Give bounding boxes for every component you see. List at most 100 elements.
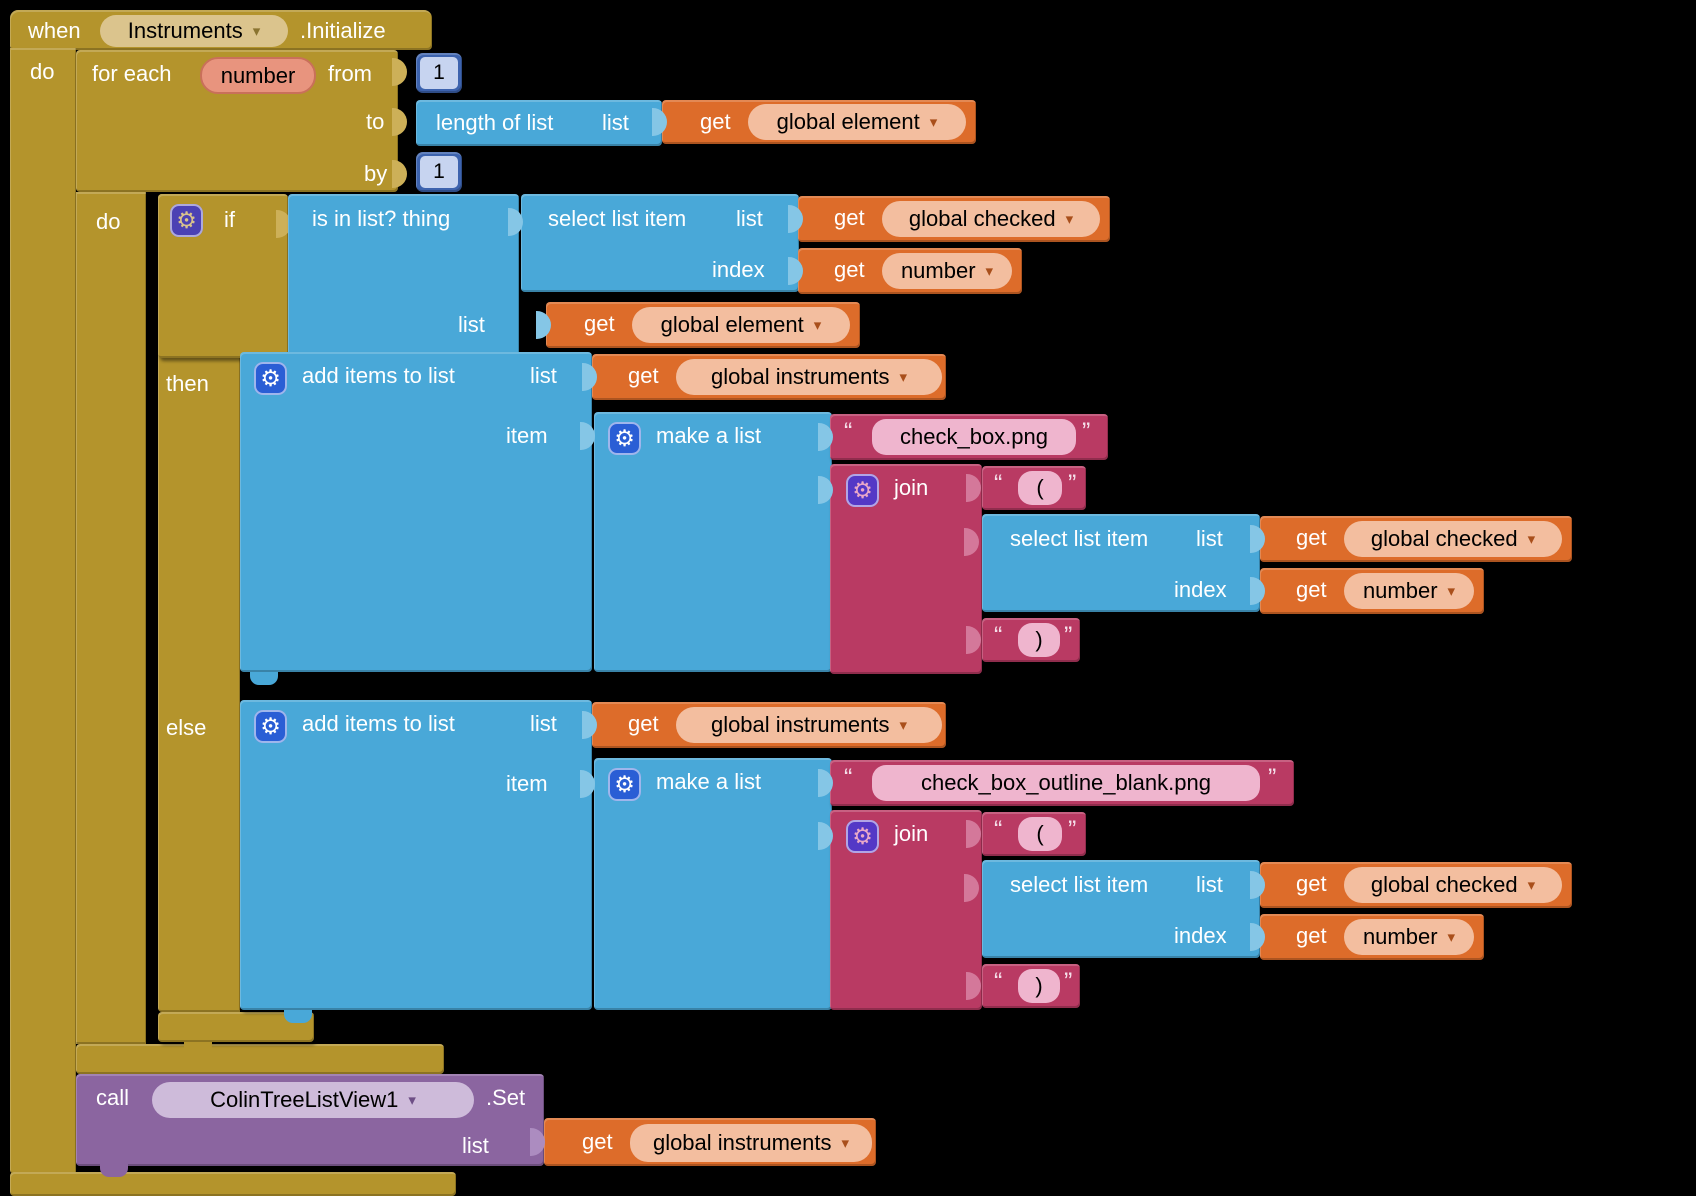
is-in-list-label: is in list? thing bbox=[312, 206, 451, 231]
mutator-gear-icon[interactable]: ⚙ bbox=[608, 422, 641, 455]
get-variable-dropdown[interactable]: global checked ▾ bbox=[1344, 521, 1562, 557]
text-string-value[interactable]: ( bbox=[1018, 817, 1062, 851]
socket-notch bbox=[580, 422, 595, 450]
socket-notch bbox=[1250, 871, 1265, 899]
mutator-gear-icon[interactable]: ⚙ bbox=[608, 768, 641, 801]
to-label: to bbox=[366, 109, 385, 134]
open-quote: “ bbox=[994, 470, 1003, 498]
make-a-list-label: make a list bbox=[656, 423, 762, 448]
get-variable-dropdown[interactable]: global instruments ▾ bbox=[630, 1124, 872, 1162]
join-label: join bbox=[894, 475, 929, 500]
get-variable-dropdown[interactable]: number ▾ bbox=[882, 253, 1012, 289]
when-event-block-bottom-bar[interactable] bbox=[10, 1172, 456, 1196]
socket-notch bbox=[392, 58, 407, 86]
get-variable-name: global checked bbox=[1370, 526, 1518, 551]
text-string-content: ( bbox=[1036, 821, 1044, 846]
open-quote: “ bbox=[844, 764, 853, 792]
chevron-down-icon: ▾ bbox=[899, 368, 908, 386]
loop-param-pill[interactable]: number bbox=[200, 57, 316, 94]
socket-notch bbox=[818, 822, 833, 850]
get-variable-dropdown[interactable]: global element ▾ bbox=[748, 104, 966, 140]
by-label: by bbox=[364, 161, 388, 186]
socket-notch bbox=[788, 205, 803, 233]
get-variable-dropdown[interactable]: global element ▾ bbox=[632, 307, 850, 343]
gear-glyph: ⚙ bbox=[260, 713, 281, 739]
socket-notch bbox=[582, 711, 597, 739]
make-a-list-block[interactable] bbox=[594, 412, 832, 672]
event-name-label: .Initialize bbox=[300, 18, 386, 43]
open-quote: “ bbox=[844, 418, 853, 446]
get-variable-name: number bbox=[1362, 578, 1438, 603]
get-keyword: get bbox=[834, 257, 865, 282]
get-variable-dropdown[interactable]: global checked ▾ bbox=[1344, 867, 1562, 903]
get-keyword: get bbox=[834, 205, 865, 230]
foreach-block-left-column[interactable] bbox=[76, 192, 146, 1044]
gear-glyph: ⚙ bbox=[614, 425, 635, 451]
mutator-gear-icon[interactable]: ⚙ bbox=[170, 204, 203, 237]
mutator-gear-icon[interactable]: ⚙ bbox=[846, 820, 879, 853]
is-in-list-block[interactable] bbox=[288, 194, 519, 358]
chevron-down-icon: ▾ bbox=[813, 316, 822, 334]
select-index-label: index bbox=[712, 257, 765, 282]
get-keyword: get bbox=[1296, 923, 1327, 948]
text-string-value[interactable]: check_box_outline_blank.png bbox=[872, 765, 1260, 801]
select-list-label: list bbox=[1196, 526, 1223, 551]
gear-glyph: ⚙ bbox=[852, 823, 873, 849]
call-keyword: call bbox=[96, 1085, 130, 1110]
mutator-gear-icon[interactable]: ⚙ bbox=[254, 362, 287, 395]
close-quote: ” bbox=[1064, 968, 1073, 996]
get-variable-dropdown[interactable]: global checked ▾ bbox=[882, 201, 1100, 237]
text-string-value[interactable]: ( bbox=[1018, 471, 1062, 505]
connector-tab bbox=[284, 1010, 312, 1023]
get-variable-name: global checked bbox=[908, 206, 1056, 231]
text-string-content: ) bbox=[1035, 627, 1043, 652]
select-list-item-block[interactable] bbox=[982, 514, 1260, 612]
when-keyword: when bbox=[28, 18, 81, 43]
socket-notch bbox=[530, 1128, 545, 1156]
math-number-block-by[interactable]: 1 bbox=[416, 152, 462, 192]
get-keyword: get bbox=[628, 711, 659, 736]
then-label: then bbox=[166, 371, 209, 396]
when-event-block-left-column[interactable] bbox=[10, 48, 76, 1174]
math-number-block-from[interactable]: 1 bbox=[416, 53, 462, 93]
chevron-down-icon: ▾ bbox=[899, 716, 908, 734]
get-variable-name: global element bbox=[776, 109, 920, 134]
socket-notch bbox=[788, 257, 803, 285]
is-in-list-list-label: list bbox=[458, 312, 485, 337]
close-quote: ” bbox=[1068, 816, 1077, 844]
component-dropdown[interactable]: Instruments ▾ bbox=[100, 15, 288, 47]
math-number-value: 1 bbox=[420, 156, 458, 188]
socket-notch bbox=[966, 972, 981, 1000]
foreach-block-bottom-bar[interactable] bbox=[76, 1044, 444, 1074]
length-of-list-list-label: list bbox=[602, 110, 629, 135]
get-variable-dropdown[interactable]: number ▾ bbox=[1344, 573, 1474, 609]
add-items-to-list-block[interactable] bbox=[240, 700, 592, 1010]
get-keyword: get bbox=[1296, 525, 1327, 550]
join-label: join bbox=[894, 821, 929, 846]
length-of-list-block[interactable] bbox=[416, 100, 662, 146]
component-method-dropdown[interactable]: ColinTreeListView1 ▾ bbox=[152, 1082, 474, 1118]
socket-notch bbox=[652, 108, 667, 136]
get-variable-dropdown[interactable]: number ▾ bbox=[1344, 919, 1474, 955]
get-variable-dropdown[interactable]: global instruments ▾ bbox=[676, 359, 942, 395]
add-items-list-label: list bbox=[530, 363, 557, 388]
gear-glyph: ⚙ bbox=[852, 477, 873, 503]
text-string-value[interactable]: ) bbox=[1018, 623, 1060, 657]
text-string-content: ( bbox=[1036, 475, 1044, 500]
text-string-content: check_box.png bbox=[900, 424, 1048, 449]
socket-notch bbox=[536, 311, 551, 339]
get-keyword: get bbox=[1296, 577, 1327, 602]
text-string-value[interactable]: check_box.png bbox=[872, 419, 1076, 455]
mutator-gear-icon[interactable]: ⚙ bbox=[846, 474, 879, 507]
add-items-label: add items to list bbox=[302, 363, 455, 388]
get-variable-dropdown[interactable]: global instruments ▾ bbox=[676, 707, 942, 743]
call-list-label: list bbox=[462, 1133, 489, 1158]
text-string-value[interactable]: ) bbox=[1018, 969, 1060, 1003]
add-items-to-list-block[interactable] bbox=[240, 352, 592, 672]
select-list-item-block[interactable] bbox=[521, 194, 799, 292]
select-list-item-block[interactable] bbox=[982, 860, 1260, 958]
gear-glyph: ⚙ bbox=[614, 771, 635, 797]
mutator-gear-icon[interactable]: ⚙ bbox=[254, 710, 287, 743]
connector-tab bbox=[184, 1042, 212, 1055]
select-list-item-label: select list item bbox=[1010, 526, 1149, 551]
